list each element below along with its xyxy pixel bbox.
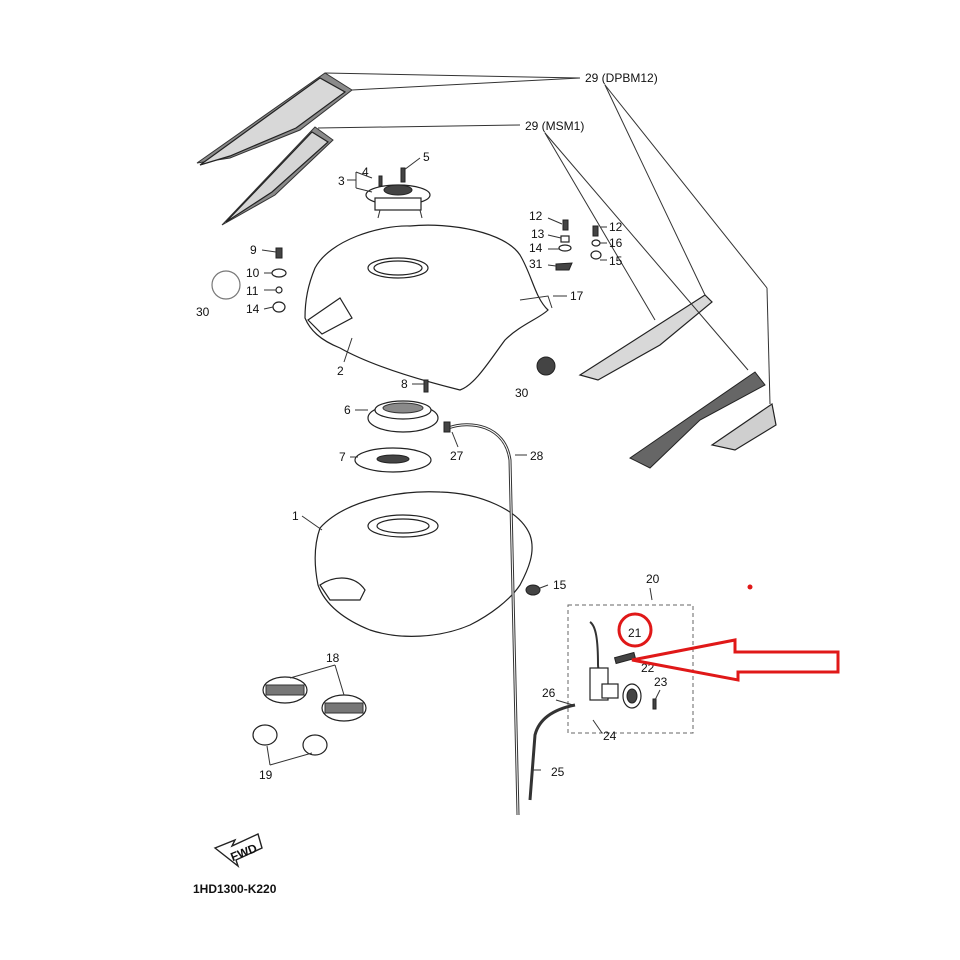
label-26: 26 bbox=[542, 686, 556, 700]
label-21: 21 bbox=[628, 626, 642, 640]
red-dot bbox=[747, 584, 753, 590]
leader-lines-29 bbox=[317, 72, 771, 405]
label-29b: 29 (MSM1) bbox=[525, 119, 584, 133]
label-6: 6 bbox=[344, 403, 351, 417]
label-25: 25 bbox=[551, 765, 565, 779]
fitting-27 bbox=[443, 421, 451, 433]
label-16: 16 bbox=[609, 236, 623, 250]
fuel-cap-assembly bbox=[365, 167, 431, 219]
leader-lines bbox=[261, 157, 661, 771]
label-15b: 15 bbox=[553, 578, 567, 592]
label-31: 31 bbox=[529, 257, 543, 271]
label-14b: 14 bbox=[529, 241, 543, 255]
label-17: 17 bbox=[570, 289, 584, 303]
label-15a: 15 bbox=[609, 254, 623, 268]
label-11: 11 bbox=[246, 284, 259, 298]
label-14a: 14 bbox=[246, 302, 260, 316]
fuel-cock bbox=[589, 621, 657, 710]
damper-right bbox=[321, 694, 367, 722]
label-27: 27 bbox=[450, 449, 464, 463]
label-8: 8 bbox=[401, 377, 408, 391]
assembly-box-20 bbox=[567, 604, 694, 734]
label-30b: 30 bbox=[515, 386, 529, 400]
clamp-left bbox=[252, 724, 278, 746]
label-10: 10 bbox=[246, 266, 260, 280]
label-20: 20 bbox=[646, 572, 660, 586]
label-3: 3 bbox=[338, 174, 345, 188]
highlight-circle bbox=[617, 612, 653, 648]
hose-25 bbox=[528, 703, 576, 801]
label-7: 7 bbox=[339, 450, 346, 464]
pump-gasket bbox=[354, 447, 432, 473]
grommet-30-right bbox=[536, 356, 556, 376]
label-24: 24 bbox=[603, 729, 617, 743]
fwd-arrow-icon: FWD bbox=[213, 833, 263, 868]
diagram-code: 1HD1300-K220 bbox=[193, 882, 277, 896]
label-1: 1 bbox=[292, 509, 299, 523]
label-19: 19 bbox=[259, 768, 273, 782]
damper-left bbox=[262, 676, 308, 704]
highlight-arrow bbox=[631, 638, 840, 682]
label-30a: 30 bbox=[196, 305, 210, 319]
fuel-tank bbox=[314, 491, 533, 637]
callout-labels: 29 (DPBM12) 29 (MSM1) 3 4 5 9 10 11 14 3… bbox=[196, 71, 668, 782]
tank-cover bbox=[304, 224, 553, 391]
label-4: 4 bbox=[362, 165, 369, 179]
label-5: 5 bbox=[423, 150, 430, 164]
label-9: 9 bbox=[250, 243, 257, 257]
label-28: 28 bbox=[530, 449, 544, 463]
label-12b: 12 bbox=[609, 220, 623, 234]
grommet-15 bbox=[525, 584, 541, 596]
side-panel-right bbox=[578, 294, 777, 469]
label-18: 18 bbox=[326, 651, 340, 665]
label-2: 2 bbox=[337, 364, 344, 378]
grommet-30-left bbox=[211, 270, 241, 300]
label-23: 23 bbox=[654, 675, 668, 689]
hardware-left bbox=[271, 247, 287, 313]
label-13: 13 bbox=[531, 227, 545, 241]
clamp-right bbox=[302, 734, 328, 756]
label-29a: 29 (DPBM12) bbox=[585, 71, 658, 85]
bolt-8 bbox=[423, 379, 429, 393]
label-12a: 12 bbox=[529, 209, 543, 223]
hardware-right bbox=[555, 219, 602, 271]
side-panel-upper-left bbox=[196, 72, 353, 166]
side-panel-lower-left bbox=[221, 126, 334, 226]
pump-flange bbox=[367, 400, 439, 433]
